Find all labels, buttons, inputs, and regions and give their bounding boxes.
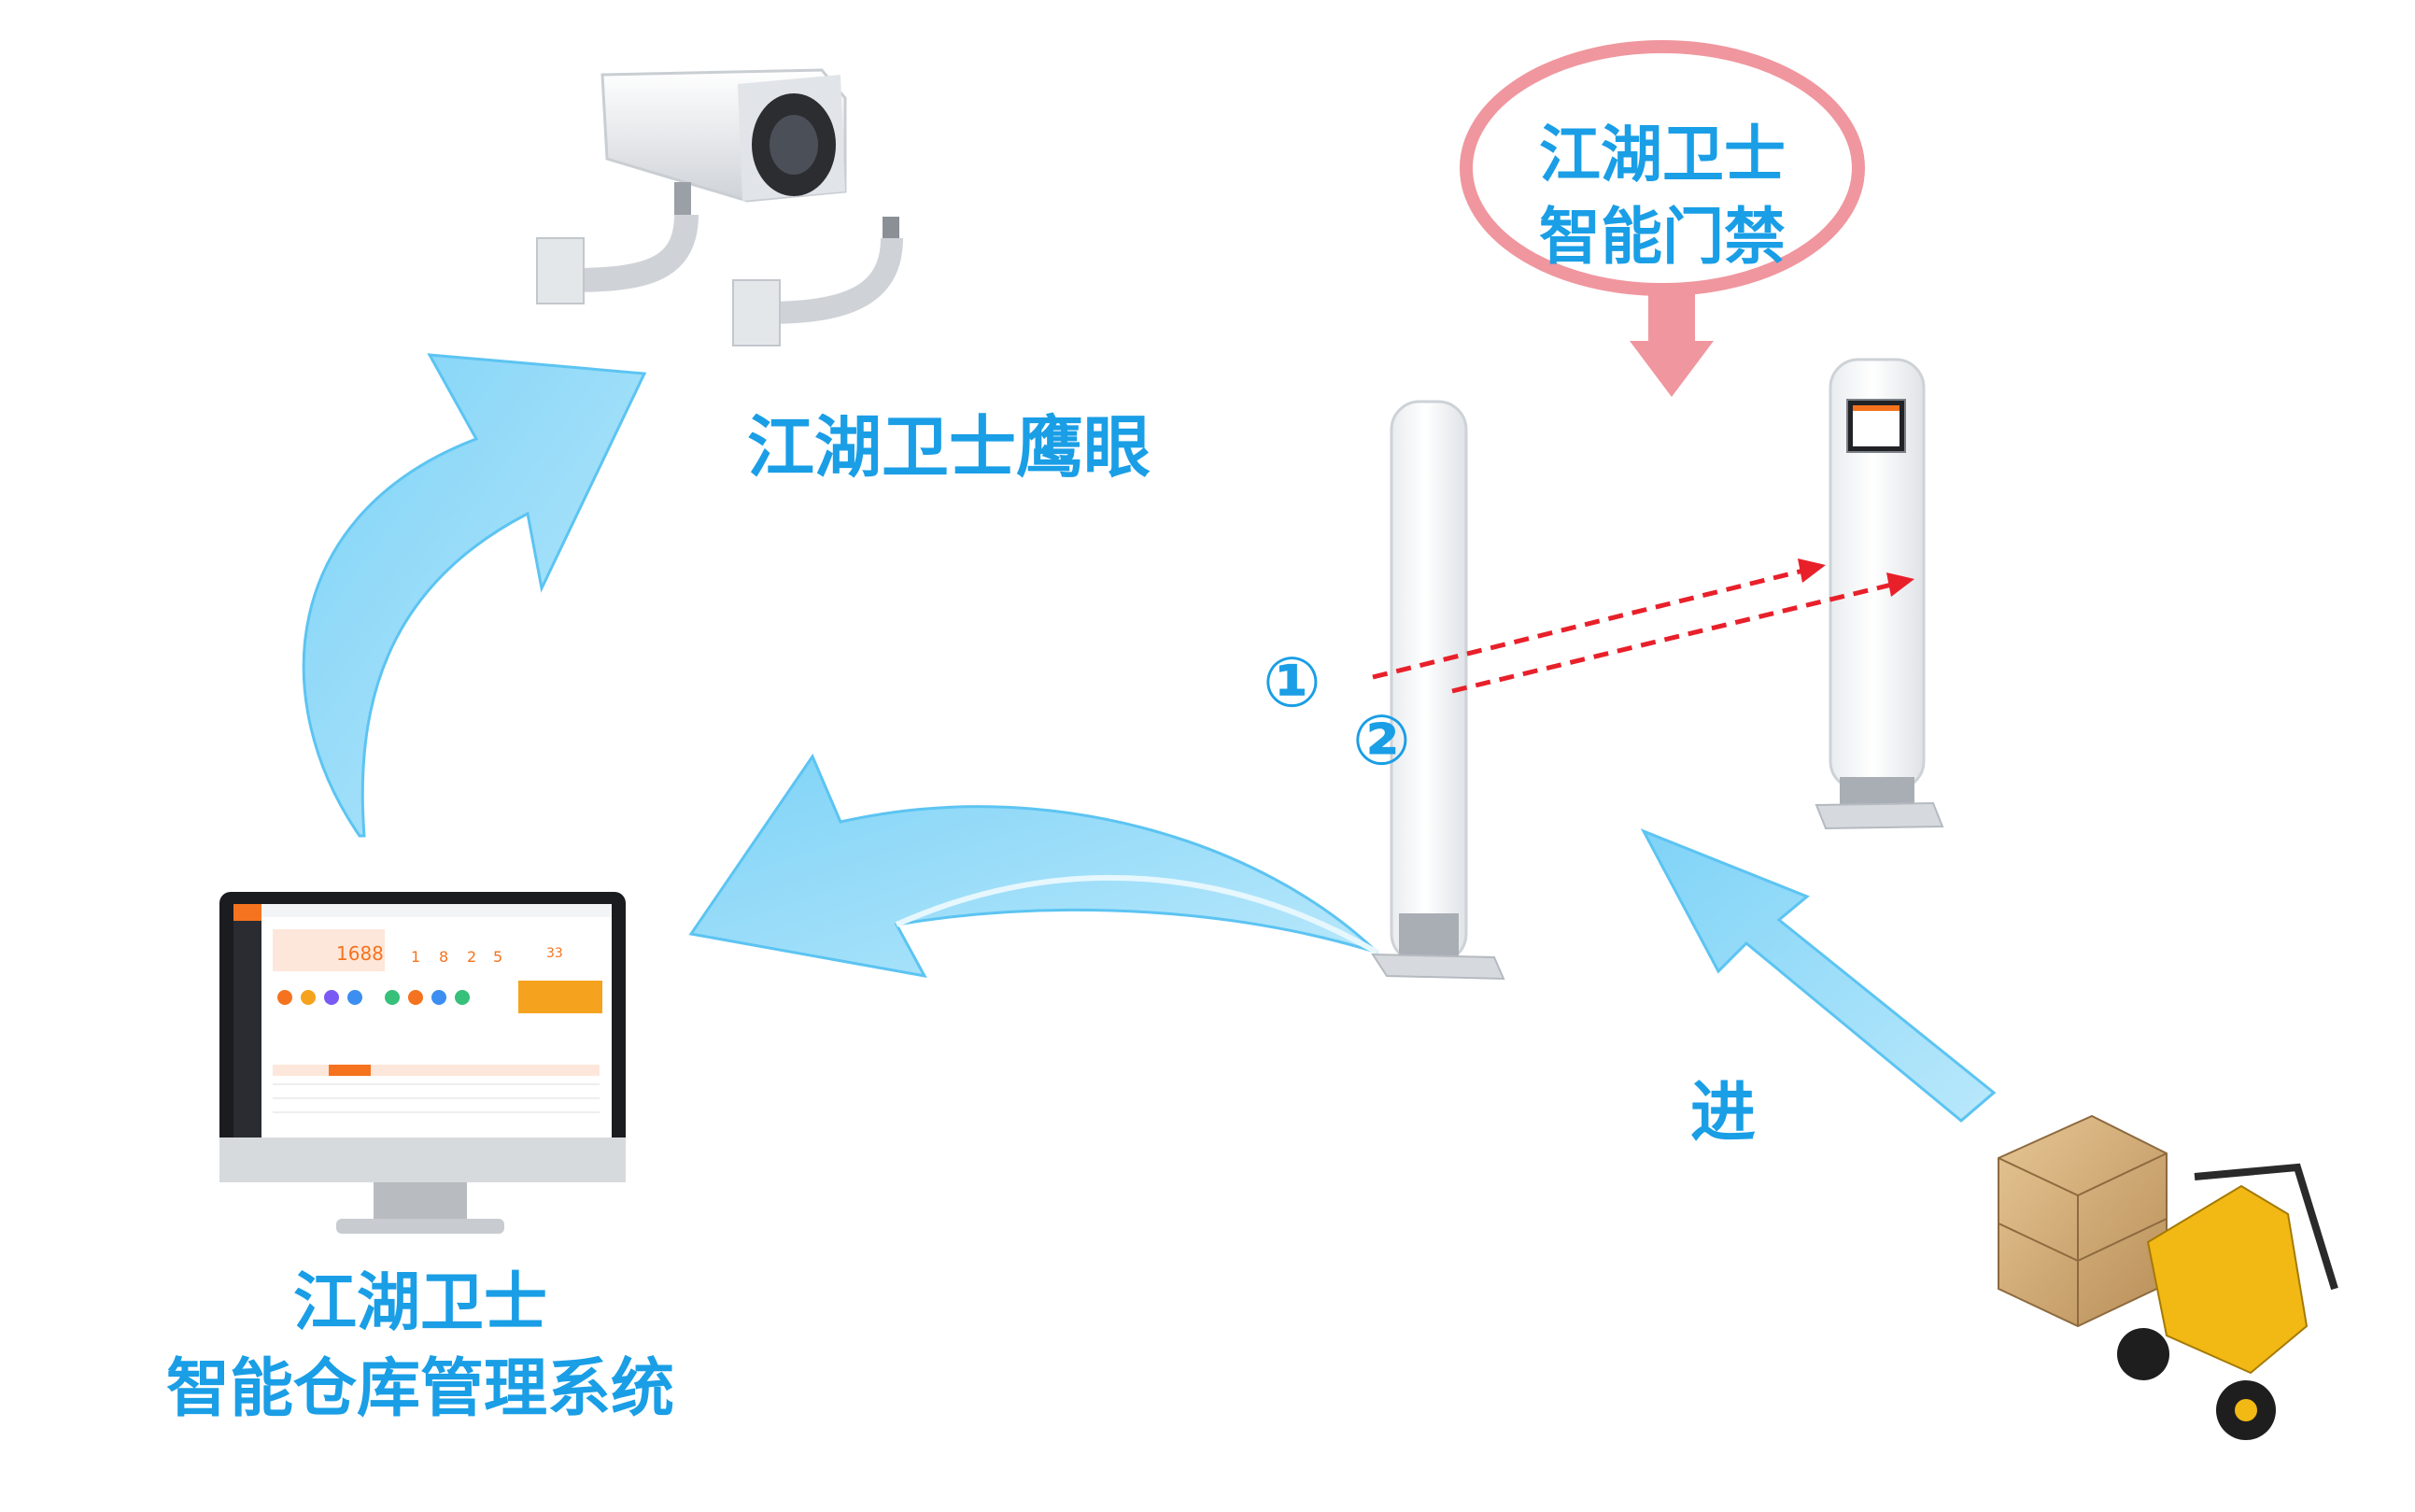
step-one-marker: ①	[1263, 643, 1321, 723]
camera-label: 江湖卫士鹰眼	[747, 408, 1151, 487]
monitor: 1688 1 8 2 5 33	[219, 892, 626, 1234]
arrow-gate-to-system	[688, 753, 1379, 979]
arrow-system-to-camera	[302, 353, 647, 838]
system-label-line2: 智能仓库管理系统	[165, 1352, 674, 1426]
security-camera	[536, 68, 903, 346]
gate-label: 江湖卫士 智能门禁	[1457, 61, 1868, 332]
screen-stat-5: 33	[546, 946, 563, 961]
gate-pillar-right	[1815, 358, 1944, 830]
screen-stat-1: 1	[411, 948, 420, 966]
system-label: 江湖卫士 智能仓库管理系统	[140, 1261, 700, 1433]
gate-label-line1: 江湖卫士	[1539, 119, 1786, 191]
forklift	[1998, 1114, 2338, 1440]
step-two-marker: ②	[1352, 700, 1411, 781]
screen-stat-4: 5	[493, 948, 502, 966]
screen-counter: 1688	[336, 942, 384, 965]
gate-label-bubble	[1460, 40, 1865, 397]
gate-pillar-left	[1371, 400, 1505, 981]
detection-beams	[1372, 558, 1914, 694]
screen-stat-2: 8	[439, 948, 448, 966]
system-label-line1: 江湖卫士	[292, 1266, 547, 1340]
entry-label: 进	[1690, 1074, 1756, 1151]
arrow-entry	[1640, 828, 1997, 1123]
gate-label-line2: 智能门禁	[1539, 201, 1786, 273]
screen-stat-3: 2	[467, 948, 476, 966]
